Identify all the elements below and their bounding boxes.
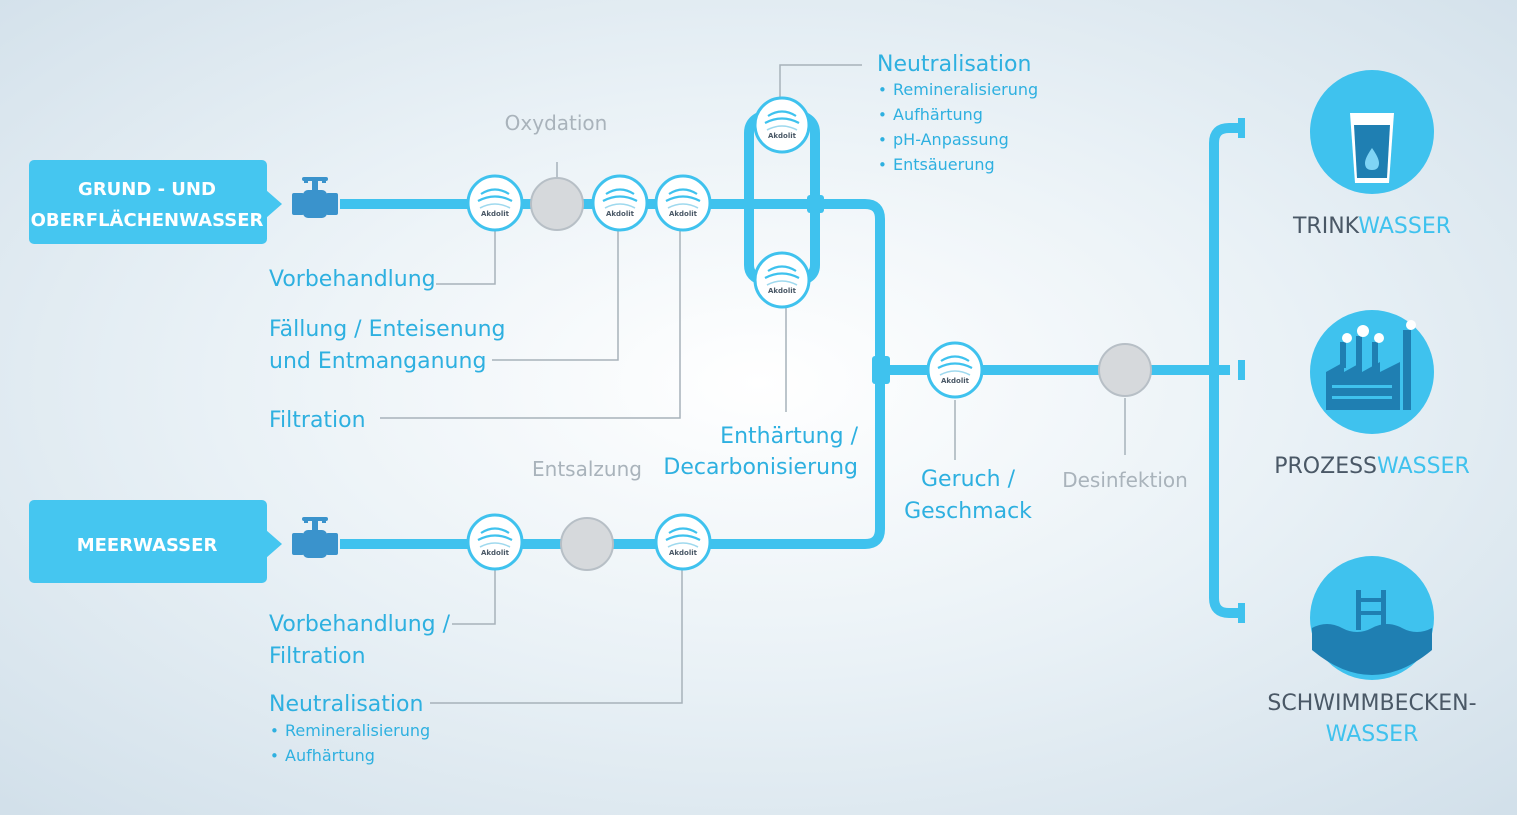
output-prozess-suffix: WASSER <box>1377 454 1470 479</box>
label-vorbehandlung: Vorbehandlung <box>269 267 436 292</box>
bullet-icon: • <box>878 156 887 174</box>
source-sea-label: MEERWASSER <box>77 535 218 556</box>
source-ground-line2: OBERFLÄCHENWASSER <box>31 209 264 231</box>
akdolit-node-brand: Akdolit <box>768 287 797 295</box>
neutralisation-top-item: Remineralisierung <box>893 80 1038 99</box>
akdolit-node: Akdolit <box>654 513 712 571</box>
label-desinfektion: Desinfektion <box>1062 468 1188 492</box>
factory-icon <box>1326 320 1416 410</box>
neutralisation-top-item: Entsäuerung <box>893 155 995 174</box>
akdolit-node-brand: Akdolit <box>768 132 797 140</box>
akdolit-node: Akdolit <box>466 513 524 571</box>
bullet-icon: • <box>270 747 279 765</box>
output-schwimmbeckenwasser: SCHWIMMBECKEN- WASSER <box>1267 556 1477 747</box>
neutralisation-top-item: pH-Anpassung <box>893 130 1009 149</box>
akdolit-node-brand: Akdolit <box>481 549 510 557</box>
output-trink-label: TRINKWASSER <box>1292 214 1451 239</box>
neutralisation-bottom: Neutralisation • Remineralisierung • Auf… <box>269 692 430 765</box>
grey-nodes <box>530 177 1152 571</box>
label-enthaertung-line1: Enthärtung / <box>720 424 858 449</box>
connector-lines <box>380 64 1126 704</box>
label-filtration: Filtration <box>269 408 366 433</box>
label-geruch-line2: Geschmack <box>904 499 1032 524</box>
akdolit-node-brand: Akdolit <box>669 549 698 557</box>
output-trinkwasser: TRINKWASSER <box>1292 70 1451 239</box>
source-box-ground: GRUND - UND OBERFLÄCHENWASSER <box>29 160 282 244</box>
label-enthaertung-line2: Decarbonisierung <box>663 455 858 480</box>
akdolit-node-brand: Akdolit <box>941 377 970 385</box>
neutralisation-bottom-item: Remineralisierung <box>285 721 430 740</box>
output-trink-prefix: TRINK <box>1292 214 1360 239</box>
label-faellung-line2: und Entmanganung <box>269 349 486 374</box>
pool-ladder-icon <box>1312 590 1432 675</box>
label-oxydation: Oxydation <box>505 111 608 135</box>
label-faellung-line1: Fällung / Enteisenung <box>269 317 506 342</box>
label-vorbehandlung-sea-line2: Filtration <box>269 644 366 669</box>
akdolit-node: Akdolit <box>753 96 811 154</box>
neutralisation-bottom-item: Aufhärtung <box>285 746 375 765</box>
akdolit-node-brand: Akdolit <box>481 210 510 218</box>
output-schwimm-line1: SCHWIMMBECKEN- <box>1267 691 1476 716</box>
neutralisation-top-title: Neutralisation <box>877 52 1031 77</box>
neutralisation-bottom-title: Neutralisation <box>269 692 423 717</box>
label-vorbehandlung-sea-line1: Vorbehandlung / <box>269 612 451 637</box>
glass-icon <box>1350 113 1394 183</box>
label-entsalzung: Entsalzung <box>532 457 642 481</box>
akdolit-node: Akdolit <box>753 251 811 309</box>
output-trink-suffix: WASSER <box>1358 214 1451 239</box>
neutralisation-top: Neutralisation • Remineralisierung • Auf… <box>877 52 1038 174</box>
bullet-icon: • <box>878 106 887 124</box>
output-prozess-prefix: PROZESS <box>1274 454 1377 479</box>
akdolit-node: Akdolit <box>926 341 984 399</box>
bullet-icon: • <box>270 722 279 740</box>
akdolit-node: Akdolit <box>591 174 649 232</box>
bullet-icon: • <box>878 81 887 99</box>
output-prozesswasser: PROZESSWASSER <box>1274 310 1470 479</box>
akdolit-node-brand: Akdolit <box>606 210 635 218</box>
output-schwimm-line2: WASSER <box>1326 722 1419 747</box>
output-prozess-label: PROZESSWASSER <box>1274 454 1470 479</box>
akdolit-node-brand: Akdolit <box>669 210 698 218</box>
source-ground-line1: GRUND - UND <box>78 179 216 200</box>
pipe-end-caps <box>807 118 1245 623</box>
source-box-sea: MEERWASSER <box>29 500 282 583</box>
akdolit-node: Akdolit <box>654 174 712 232</box>
neutralisation-top-item: Aufhärtung <box>893 105 983 124</box>
akdolit-node: Akdolit <box>466 174 524 232</box>
label-geruch-line1: Geruch / <box>921 467 1016 492</box>
bullet-icon: • <box>878 131 887 149</box>
